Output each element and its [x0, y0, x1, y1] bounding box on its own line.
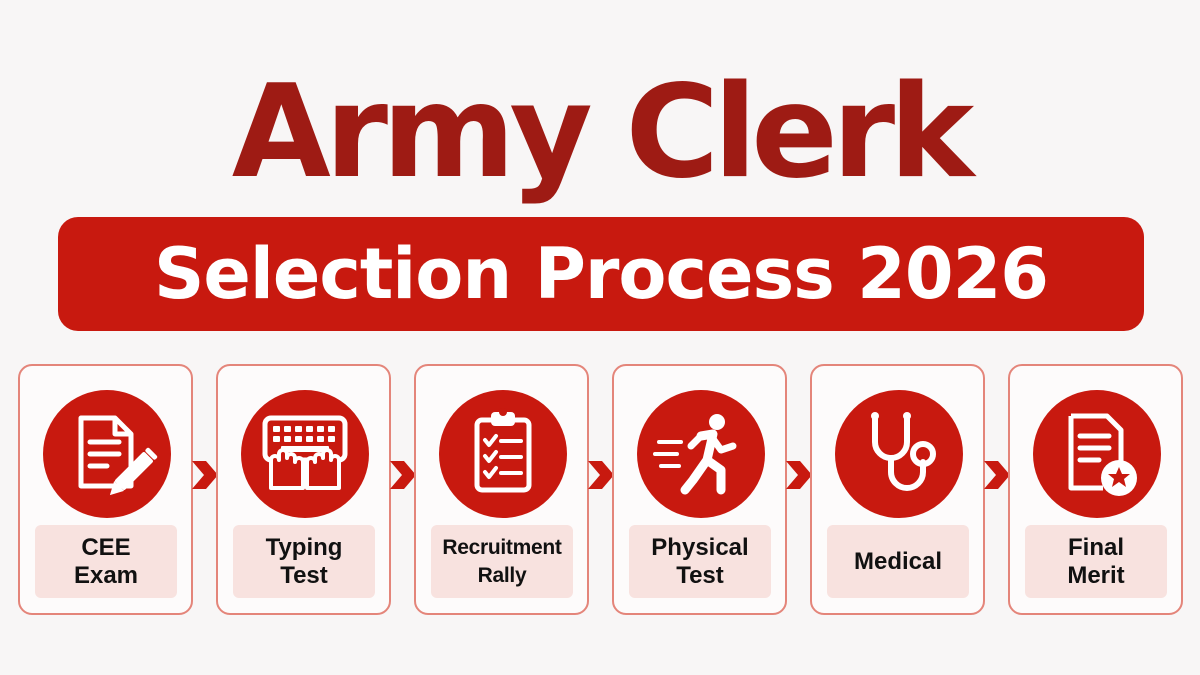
chevron-right-icon [390, 461, 416, 489]
step-label: Recruitment Rally [442, 535, 562, 587]
step-card-physical-test: Physical Test [612, 364, 787, 615]
step-label-box: Final Merit [1025, 525, 1167, 598]
step-card-final-merit: Final Merit [1008, 364, 1183, 615]
chevron-right-icon [588, 461, 614, 489]
chevron-right-icon [984, 461, 1010, 489]
step-card-recruitment-rally: Recruitment Rally [414, 364, 589, 615]
merit-document-star-icon [1033, 390, 1161, 518]
step-label: Typing Test [265, 533, 343, 589]
chevron-right-icon [786, 461, 812, 489]
step-label: Physical Test [651, 533, 749, 589]
step-label-box: Recruitment Rally [431, 525, 573, 598]
clipboard-checklist-icon [439, 390, 567, 518]
exam-document-pencil-icon [43, 390, 171, 518]
step-label: Final Merit [1067, 533, 1125, 589]
step-label: CEE Exam [73, 533, 139, 589]
keyboard-typing-hands-icon [241, 390, 369, 518]
chevron-right-icon [192, 461, 218, 489]
step-label: Medical [853, 547, 943, 575]
stethoscope-icon [835, 390, 963, 518]
step-label-box: Medical [827, 525, 969, 598]
step-card-cee-exam: CEE Exam [18, 364, 193, 615]
page-subtitle: Selection Process 2026 [153, 233, 1049, 315]
page-title: Army Clerk [231, 58, 974, 207]
step-card-typing-test: Typing Test [216, 364, 391, 615]
step-label-box: Typing Test [233, 525, 375, 598]
step-card-medical: Medical [810, 364, 985, 615]
running-person-icon [637, 390, 765, 518]
step-label-box: CEE Exam [35, 525, 177, 598]
subtitle-banner: Selection Process 2026 [58, 217, 1144, 331]
step-label-box: Physical Test [629, 525, 771, 598]
